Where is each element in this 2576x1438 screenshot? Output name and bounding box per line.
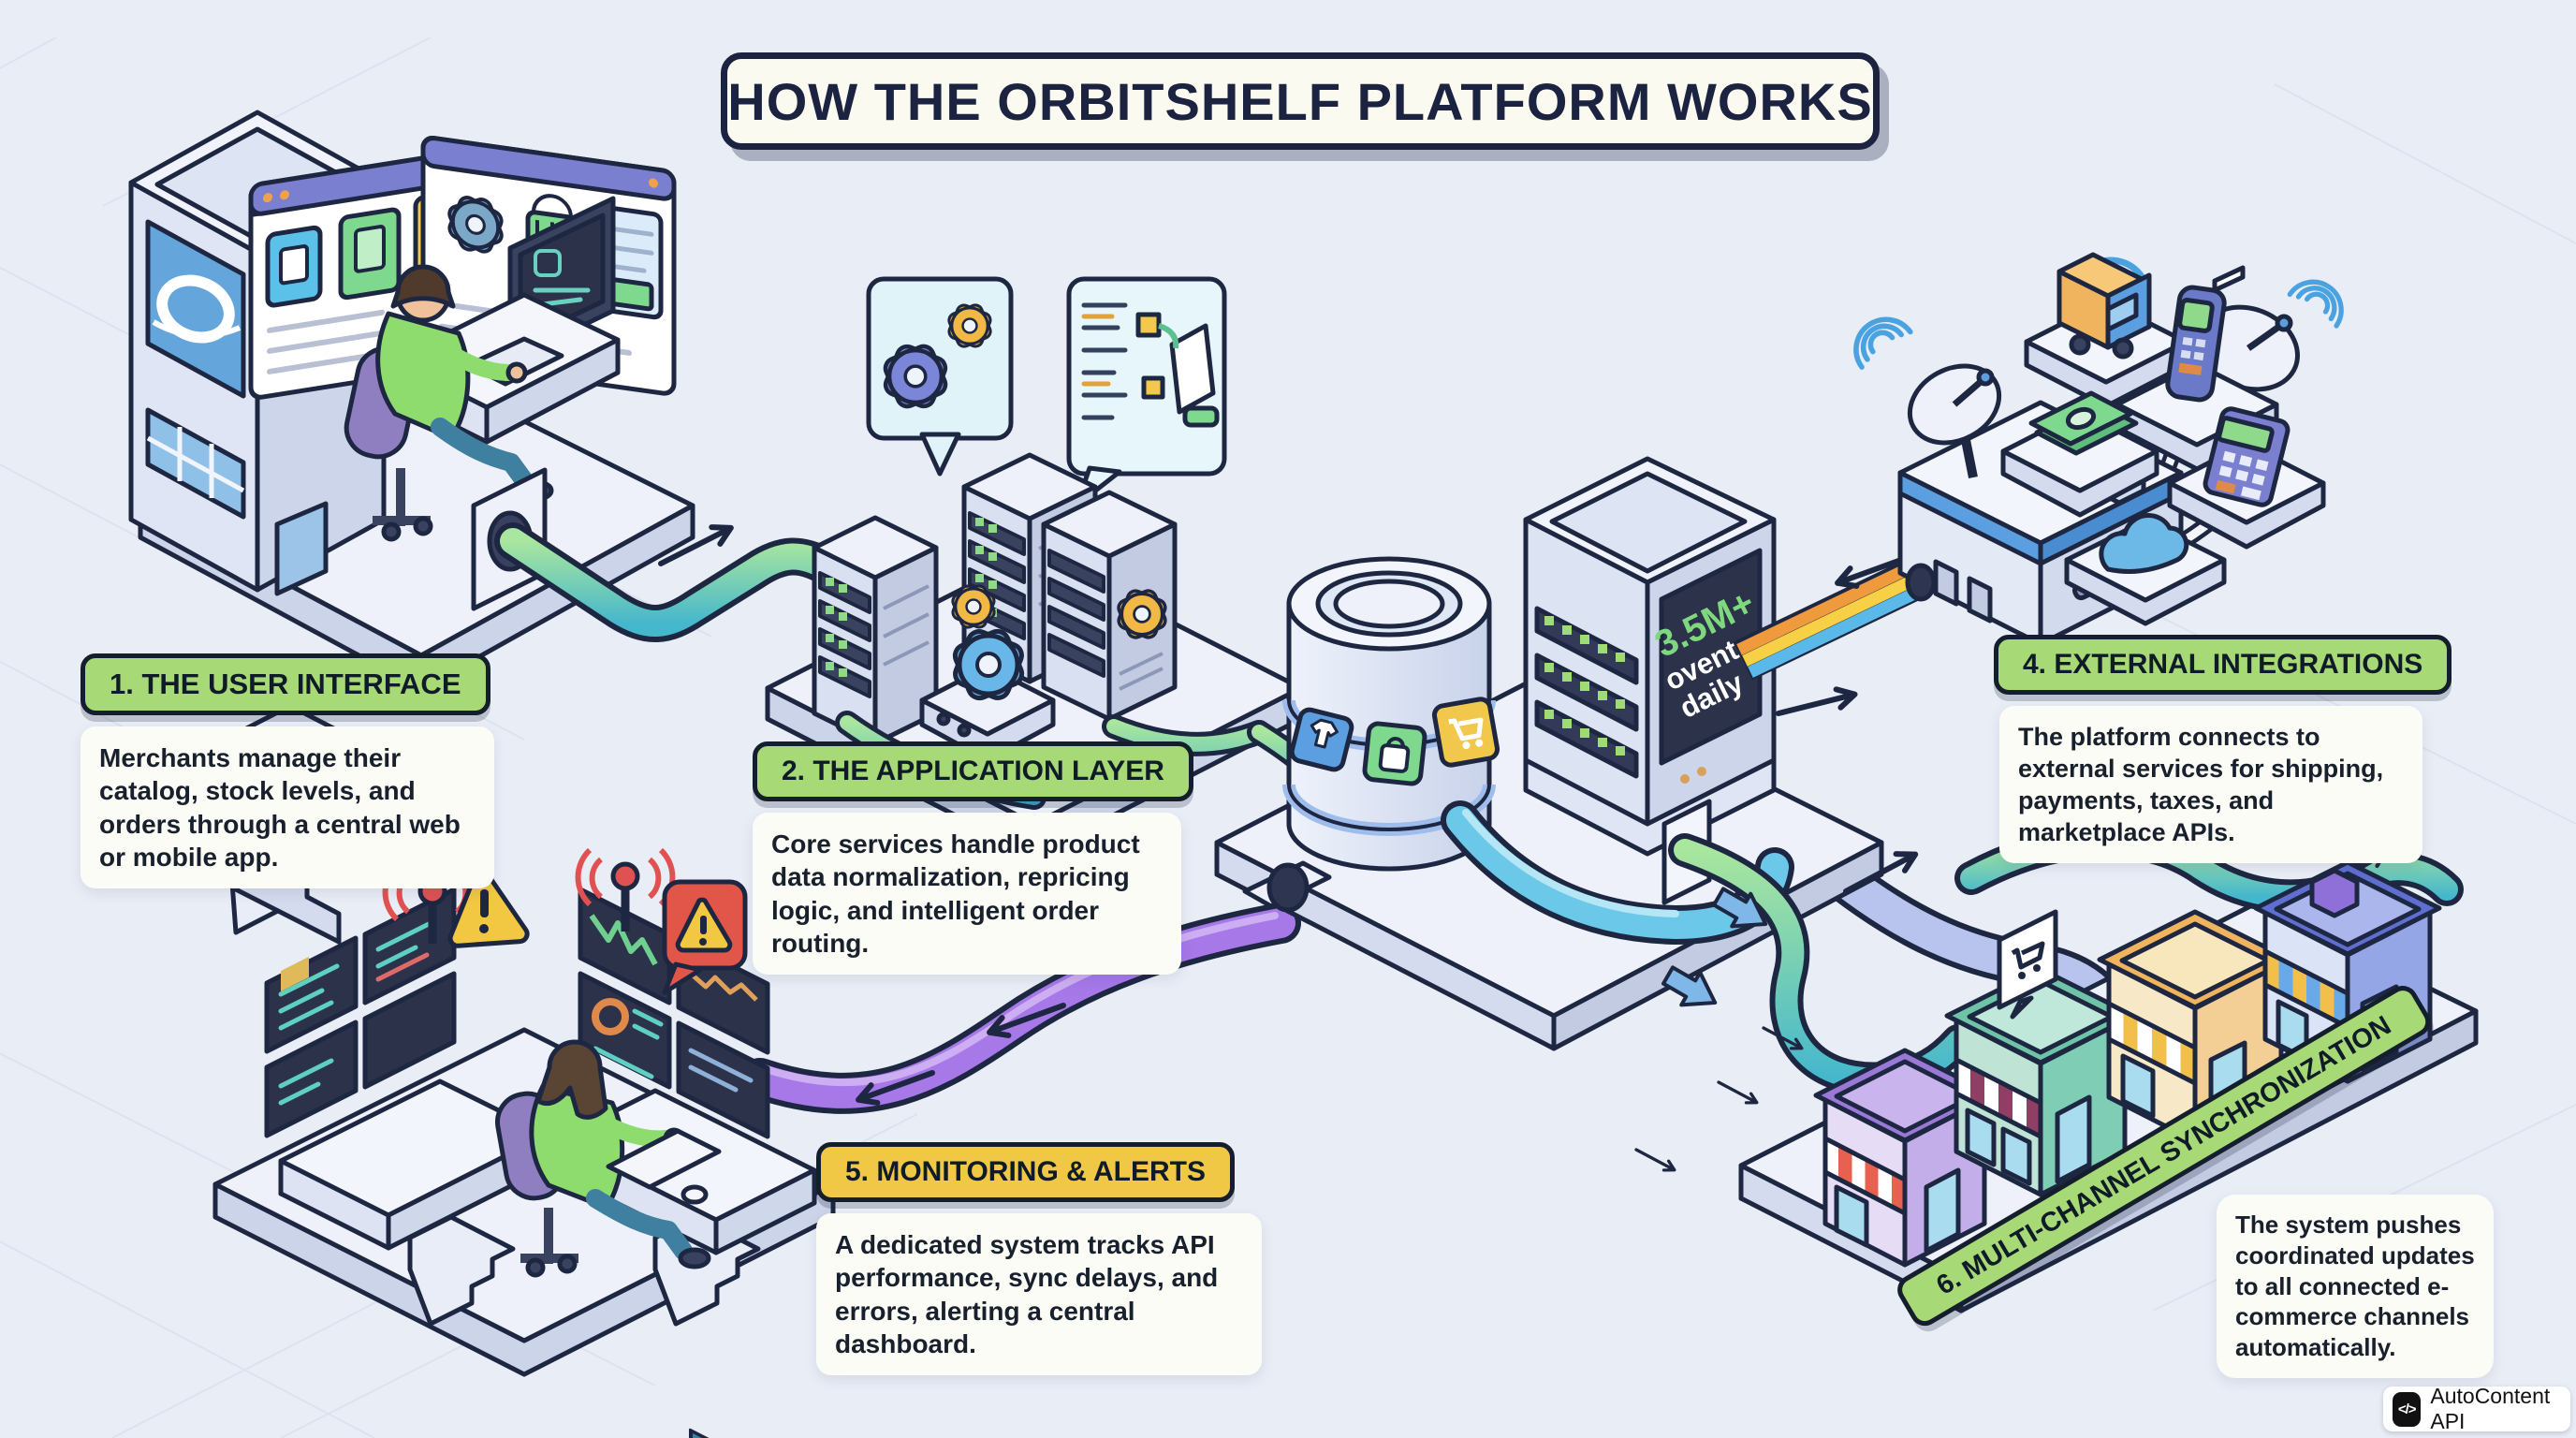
section-5-description: A dedicated system tracks API performanc… (816, 1213, 1262, 1376)
shipping-truck-platform (2024, 252, 2188, 409)
pipe-plug (1242, 860, 1332, 913)
watermark-badge: </> AutoContent API (2383, 1384, 2570, 1433)
section-4-badge: 4. EXTERNAL INTEGRATIONS (1994, 635, 2452, 695)
awning (1954, 1057, 2043, 1139)
alert-badge (662, 879, 748, 995)
section-2-description: Core services handle product data normal… (753, 813, 1181, 976)
merchant-person (344, 264, 554, 542)
application-layer-scene (765, 276, 1353, 858)
section-1-badge: 1. THE USER INTERFACE (80, 653, 490, 715)
server-rack (1041, 490, 1178, 722)
pos-terminal-icon (2165, 265, 2246, 403)
events-server-tower: 3.5M+ ovents daily (1523, 456, 1777, 857)
awning (2106, 1001, 2198, 1086)
money-platform (2000, 390, 2159, 518)
merchant-workstation (344, 196, 621, 542)
orbit-logo (145, 219, 246, 399)
calculator-icon (2203, 406, 2291, 507)
section-4-description: The platform connects to external servic… (1999, 706, 2422, 864)
code-icon: </> (2393, 1391, 2422, 1427)
taxes-calculator-platform (2167, 406, 2326, 550)
shopping-bag-icon (1362, 721, 1427, 786)
user-interface-scene (128, 110, 878, 945)
alarm-beacon (575, 847, 676, 932)
external-integrations-scene (1844, 252, 2352, 647)
analyst-person (495, 1039, 722, 1278)
tshirt-icon (1289, 707, 1354, 772)
database-cylinder (1282, 556, 1500, 872)
section-1-description: Merchants manage their catalog, stock le… (80, 726, 494, 889)
multichannel-scene (1632, 799, 2479, 1313)
monitoring-scene (212, 810, 836, 1438)
building-windows (145, 407, 329, 596)
store-sign-cart (1997, 909, 2058, 1020)
central-hub-scene: 3.5M+ ovents daily (1214, 456, 1937, 1051)
cash-icon (2028, 390, 2139, 456)
rainbow-data-ribbon (1734, 548, 1937, 723)
section-2-badge: 2. THE APPLICATION LAYER (753, 741, 1193, 801)
speech-bubble-gears (866, 276, 1014, 477)
awning (1822, 1136, 1908, 1216)
cloud-platform (2064, 512, 2227, 626)
roof-cube (2309, 868, 2360, 918)
speech-bubble-flowchart (1066, 276, 1227, 508)
section-6-description: The system pushes coordinated updates to… (2217, 1195, 2494, 1378)
server-rack (812, 515, 939, 746)
page-title: HOW THE ORBITSHELF PLATFORM WORKS (721, 52, 1880, 150)
truck-icon (2056, 252, 2152, 360)
cloud-icon (2099, 512, 2189, 574)
keyboard (606, 1128, 722, 1190)
shopping-cart-icon (1431, 697, 1500, 768)
pipe-ui-to-app (471, 467, 878, 642)
satellite-dish-icon (1844, 308, 2002, 478)
watermark-label: AutoContent API (2430, 1384, 2551, 1433)
section-5-badge: 5. MONITORING & ALERTS (816, 1142, 1236, 1202)
